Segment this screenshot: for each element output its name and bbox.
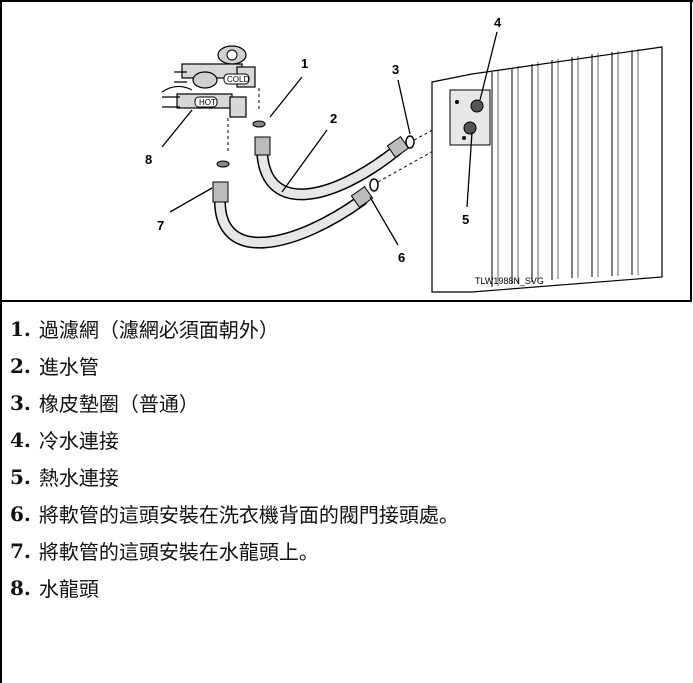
- faucet-illustration: COLD HOT: [161, 45, 256, 118]
- hot-faucet-label: HOT: [199, 98, 216, 107]
- frame-left-border: [0, 0, 2, 683]
- legend-item: 1. 過濾網（濾網必須面朝外）: [10, 310, 685, 347]
- legend-text: 過濾網（濾網必須面朝外）: [38, 318, 279, 342]
- callout-7: 7: [157, 218, 164, 233]
- legend-text: 水龍頭: [38, 577, 99, 601]
- legend-item: 3. 橡皮墊圈（普通）: [10, 384, 685, 421]
- legend-item: 2. 進水管: [10, 347, 685, 384]
- legend-number: 2.: [10, 353, 31, 378]
- legend-item: 6. 將軟管的這頭安裝在洗衣機背面的閥門接頭處。: [10, 495, 685, 532]
- callout-6: 6: [398, 250, 405, 265]
- callout-4: 4: [494, 15, 502, 30]
- hose-installation-diagram: COLD HOT: [145, 15, 663, 293]
- callout-5: 5: [462, 212, 469, 227]
- callout-8: 8: [145, 152, 152, 167]
- legend-number: 4.: [10, 427, 31, 452]
- callout-2: 2: [330, 111, 337, 126]
- legend-item: 7. 將軟管的這頭安裝在水龍頭上。: [10, 532, 685, 569]
- legend-item: 8. 水龍頭: [10, 569, 685, 606]
- frame-top-border: [0, 0, 693, 2]
- legend-item: 5. 熱水連接: [10, 458, 685, 495]
- legend-text: 將軟管的這頭安裝在洗衣機背面的閥門接頭處。: [38, 503, 459, 527]
- legend-text: 熱水連接: [38, 466, 119, 490]
- callout-3: 3: [392, 62, 399, 77]
- washer-back-panel: [431, 46, 663, 293]
- cold-faucet-label: COLD: [227, 75, 249, 84]
- legend-number: 6.: [10, 501, 31, 526]
- inlet-hose: [254, 135, 410, 201]
- frame-divider: [0, 300, 692, 302]
- figure-id: TLW1988N_SVG: [475, 276, 544, 286]
- legend-number: 7.: [10, 538, 31, 563]
- frame-right-border: [690, 0, 692, 300]
- legend-text: 將軟管的這頭安裝在水龍頭上。: [38, 540, 319, 564]
- legend-number: 3.: [10, 390, 31, 415]
- legend-list: 1. 過濾網（濾網必須面朝外） 2. 進水管 3. 橡皮墊圈（普通） 4. 冷水連接 5…: [10, 310, 685, 606]
- legend-text: 進水管: [38, 355, 99, 379]
- legend-item: 4. 冷水連接: [10, 421, 685, 458]
- legend-number: 5.: [10, 464, 31, 489]
- legend-number: 1.: [10, 316, 31, 341]
- legend-text: 冷水連接: [38, 429, 119, 453]
- legend-number: 8.: [10, 575, 31, 600]
- callout-1: 1: [301, 56, 308, 71]
- hot-hose: [212, 181, 374, 249]
- legend-text: 橡皮墊圈（普通）: [38, 392, 199, 416]
